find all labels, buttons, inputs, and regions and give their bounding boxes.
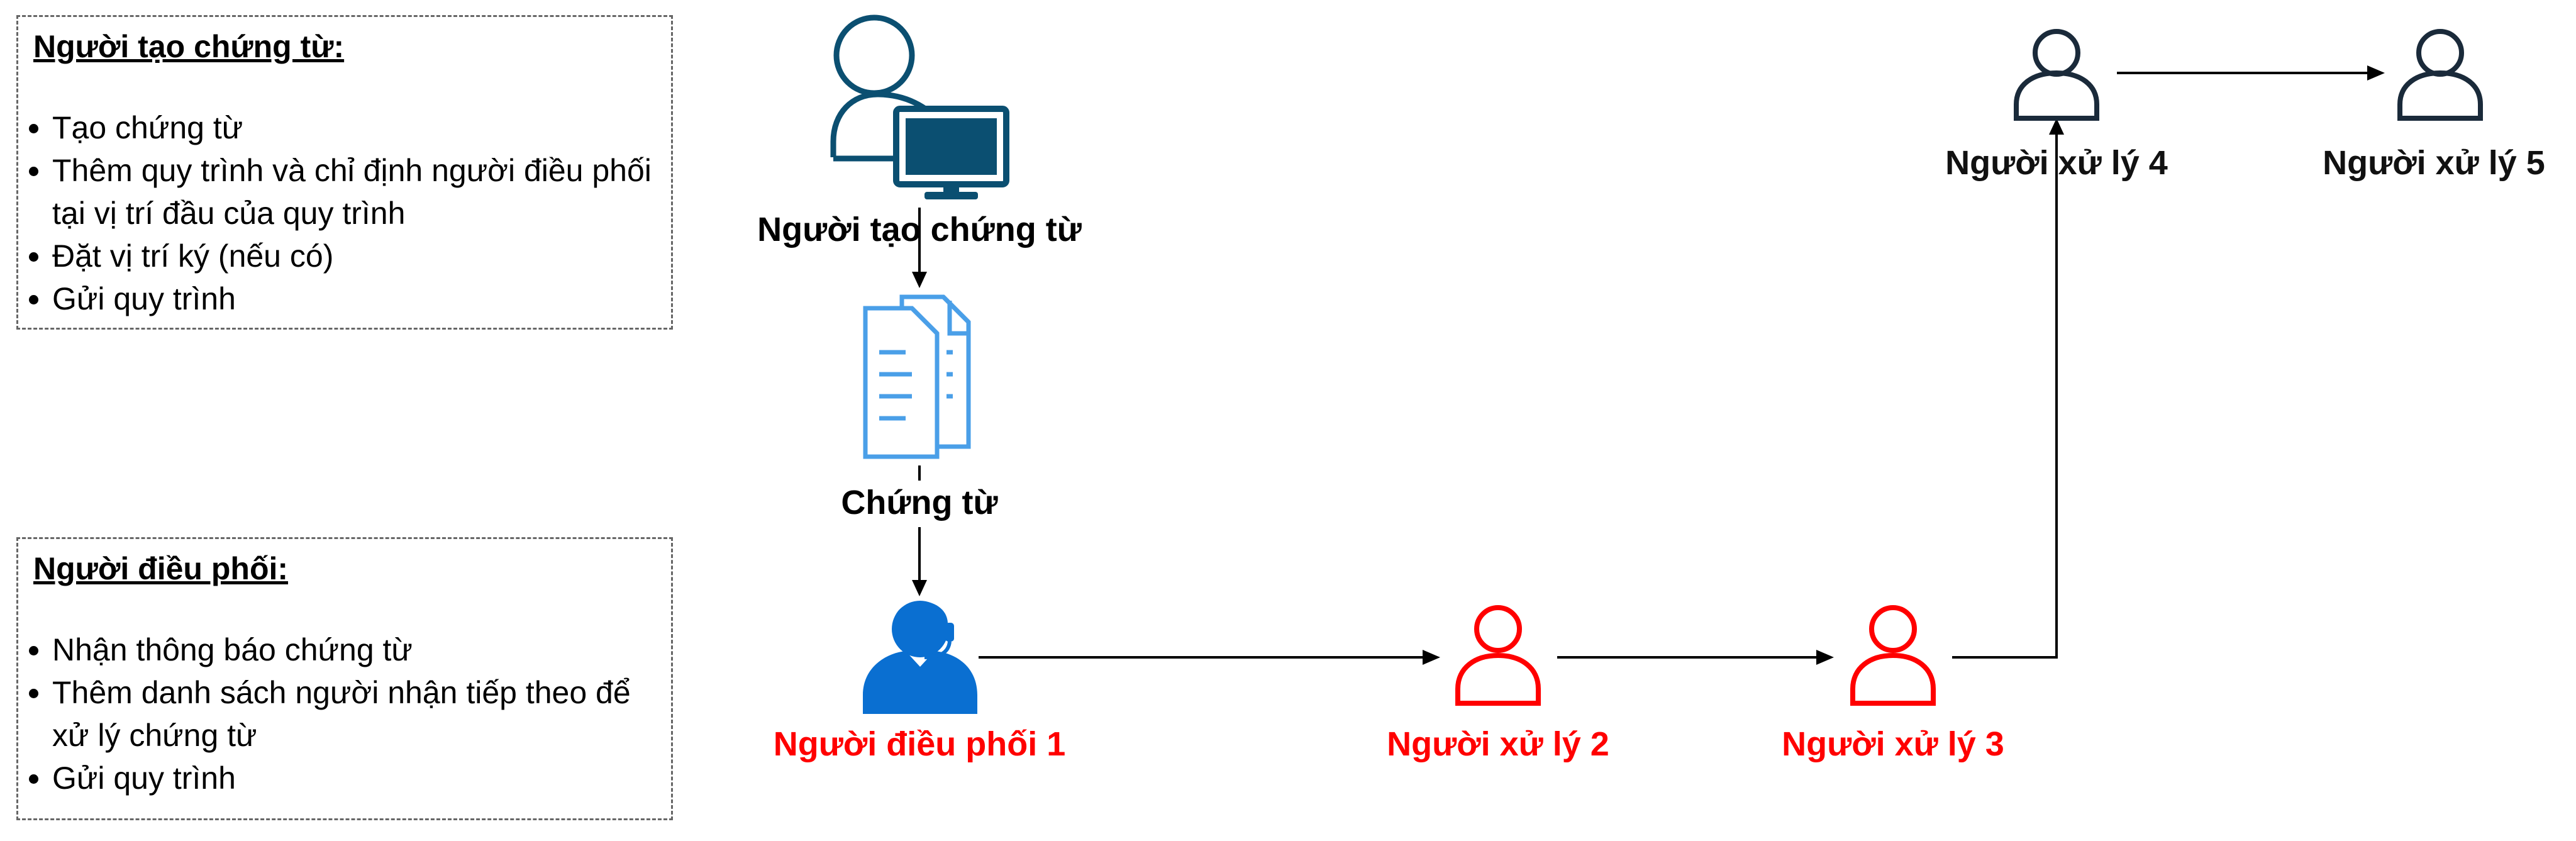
- arrow-processor2-to-processor3-head: [1816, 650, 1834, 665]
- coordinator-note: Người điều phối: Nhận thông báo chứng từ…: [16, 537, 673, 820]
- processor3-label: Người xử lý 3: [1782, 725, 2004, 763]
- creator-note: Người tạo chứng từ: Tạo chứng từ Thêm qu…: [16, 15, 673, 330]
- arrow-processor3-to-processor4-head: [2049, 118, 2064, 135]
- coordinator-label: Người điều phối 1: [773, 725, 1066, 763]
- headset-operator-icon: [863, 601, 977, 714]
- document-label: Chứng từ: [841, 484, 998, 521]
- processor4-label: Người xử lý 4: [1945, 144, 2168, 182]
- list-item: Thêm quy trình và chỉ định người điều ph…: [52, 149, 658, 235]
- arrow-document-to-coordinator-head: [912, 580, 927, 596]
- coordinator-note-title: Người điều phối:: [33, 551, 289, 586]
- processor5-label: Người xử lý 5: [2323, 144, 2545, 182]
- list-item: Nhận thông báo chứng từ: [52, 628, 658, 671]
- user-icon: [2397, 29, 2483, 121]
- creator-label: Người tạo chứng từ: [757, 211, 1082, 248]
- creator-note-title: Người tạo chứng từ:: [33, 29, 345, 64]
- user-icon: [2014, 29, 2099, 121]
- list-item: Tạo chứng từ: [52, 106, 658, 149]
- creator-note-list: Tạo chứng từ Thêm quy trình và chỉ định …: [18, 106, 658, 320]
- arrow-processor3-to-processor4: [1952, 132, 2058, 659]
- connectors: [912, 65, 2385, 665]
- arrow-creator-to-document-head: [912, 272, 927, 288]
- processor2-label: Người xử lý 2: [1387, 725, 1609, 763]
- list-item: Gửi quy trình: [52, 277, 658, 320]
- user-icon: [1455, 605, 1541, 706]
- arrow-coordinator-to-processor2-head: [1423, 650, 1440, 665]
- list-item: Đặt vị trí ký (nếu có): [52, 235, 658, 277]
- user-computer-icon: [830, 14, 1009, 199]
- list-item: Thêm danh sách người nhận tiếp theo để x…: [52, 671, 658, 757]
- document-icon: [863, 294, 971, 459]
- list-item: Gửi quy trình: [52, 757, 658, 799]
- arrow-processor4-to-processor5-head: [2367, 65, 2385, 81]
- user-icon: [1850, 605, 1936, 706]
- coordinator-note-list: Nhận thông báo chứng từ Thêm danh sách n…: [18, 628, 658, 799]
